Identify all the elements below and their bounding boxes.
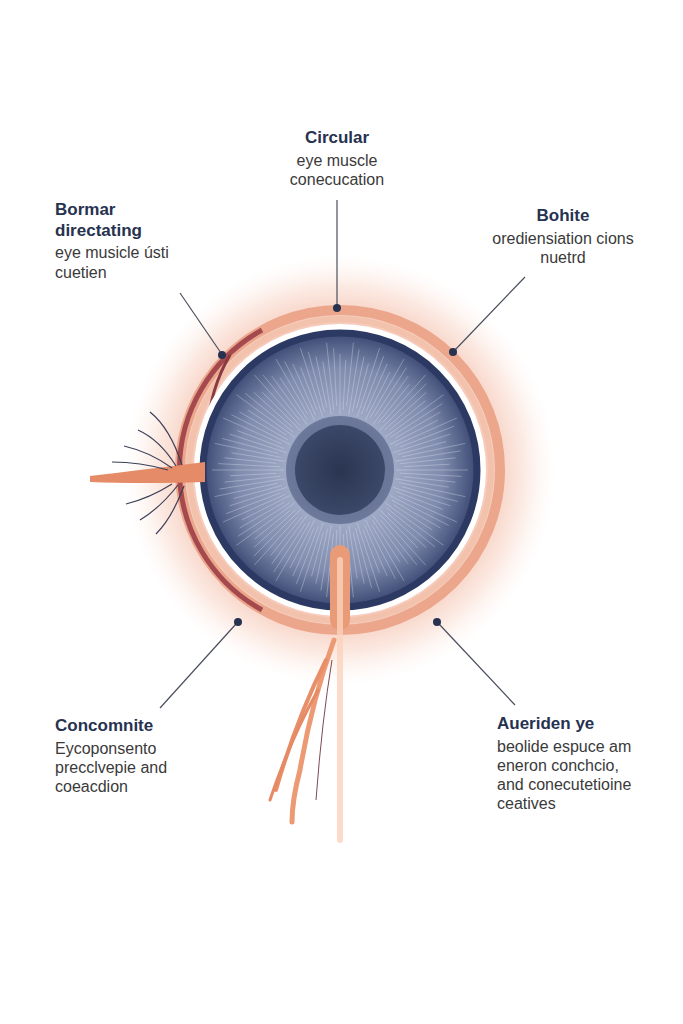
callout-label: Bohiteorediensiation cions nuetrd bbox=[488, 206, 638, 267]
callout-label: Circulareye muscle conecucation bbox=[262, 128, 412, 189]
label-heading: Circular bbox=[262, 128, 412, 149]
callout-label: ConcomniteEycoponsento precclvepie and c… bbox=[55, 716, 190, 796]
label-heading: Bohite bbox=[488, 206, 638, 227]
label-text: Eycoponsento precclvepie and coeacdion bbox=[55, 739, 190, 797]
label-text: beolide espuce am eneron conchcio, and c… bbox=[497, 737, 632, 814]
callout-label: Bormar directatingeye musicle ústi cueti… bbox=[55, 200, 177, 282]
label-text: orediensiation cions nuetrd bbox=[488, 229, 638, 267]
label-heading: Concomnite bbox=[55, 716, 190, 737]
label-heading: Aueriden ye bbox=[497, 714, 632, 735]
label-text: eye musicle ústi cuetien bbox=[55, 243, 177, 281]
label-heading: Bormar directating bbox=[55, 200, 177, 241]
label-text: eye muscle conecucation bbox=[262, 151, 412, 189]
callout-label: Aueriden yebeolide espuce am eneron conc… bbox=[497, 714, 632, 813]
